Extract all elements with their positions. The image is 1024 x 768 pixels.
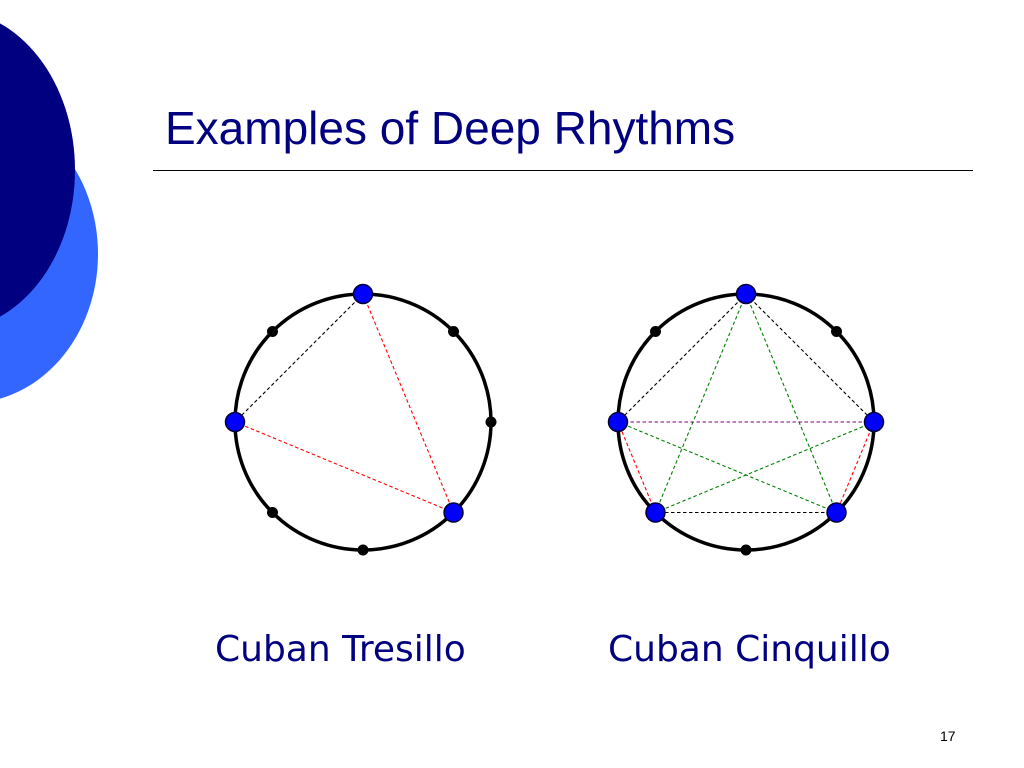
pulse-dot <box>357 544 369 556</box>
pulse-dot <box>266 325 278 337</box>
title-divider <box>153 170 973 171</box>
onset-dot <box>735 283 757 305</box>
interval-chord <box>836 421 875 513</box>
pulse-dot <box>448 325 460 337</box>
pulse-dot <box>266 507 278 519</box>
slide-title: Examples of Deep Rhythms <box>165 102 736 154</box>
onset-dot <box>443 502 464 523</box>
interval-chord <box>654 293 747 513</box>
cinquillo-caption: Cuban Cinquillo <box>608 629 891 670</box>
onset-dot <box>645 502 666 523</box>
interval-chord <box>655 421 875 514</box>
pulse-dot <box>740 544 752 556</box>
cinquillo-necklace <box>607 283 885 556</box>
pulse-dot <box>831 325 843 337</box>
onset-dot <box>352 283 374 305</box>
interval-chord <box>745 293 838 513</box>
tresillo-caption: Cuban Tresillo <box>215 629 466 670</box>
interval-chord <box>745 293 875 423</box>
onset-dot <box>863 411 885 433</box>
onset-dot <box>224 411 246 433</box>
interval-chord <box>234 421 454 514</box>
onset-dot <box>826 502 847 523</box>
pulse-dot <box>649 325 661 337</box>
tresillo-necklace <box>224 283 497 556</box>
pulse-dot <box>485 416 497 428</box>
onset-dot <box>607 411 629 433</box>
interval-chord <box>234 293 364 423</box>
interval-chord <box>362 293 455 513</box>
interval-chord <box>617 421 656 513</box>
interval-chord <box>617 293 747 423</box>
page-number: 17 <box>940 728 956 744</box>
interval-chord <box>617 421 837 514</box>
